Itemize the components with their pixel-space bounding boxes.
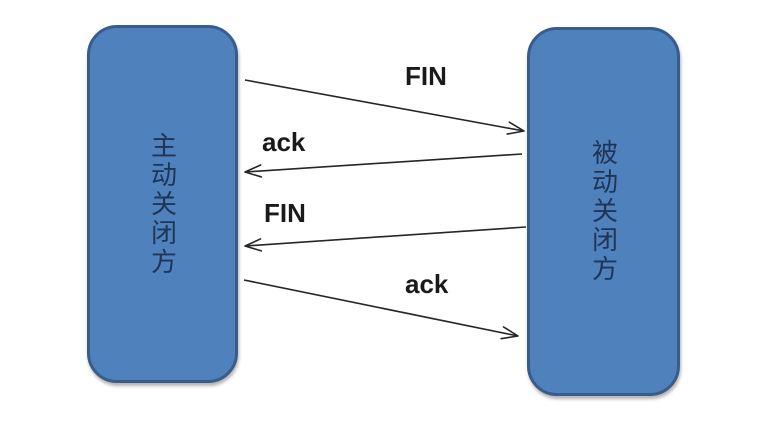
node-passive-closer: 被动关闭方 xyxy=(527,27,680,396)
fin-arrow-2 xyxy=(244,226,527,252)
node-passive-closer-label: 被动关闭方 xyxy=(588,139,619,284)
node-active-closer-label: 主动关闭方 xyxy=(147,131,178,277)
ack-label-2: ack xyxy=(405,269,449,299)
fin-label-1: FIN xyxy=(405,61,447,91)
ack-arrow-2 xyxy=(243,279,519,340)
fin-arrow-1 xyxy=(244,79,525,135)
fin-label-2: FIN xyxy=(264,198,306,228)
ack-label-1: ack xyxy=(262,127,306,157)
node-active-closer: 主动关闭方 xyxy=(87,25,238,383)
ack-arrow-1 xyxy=(244,153,523,178)
